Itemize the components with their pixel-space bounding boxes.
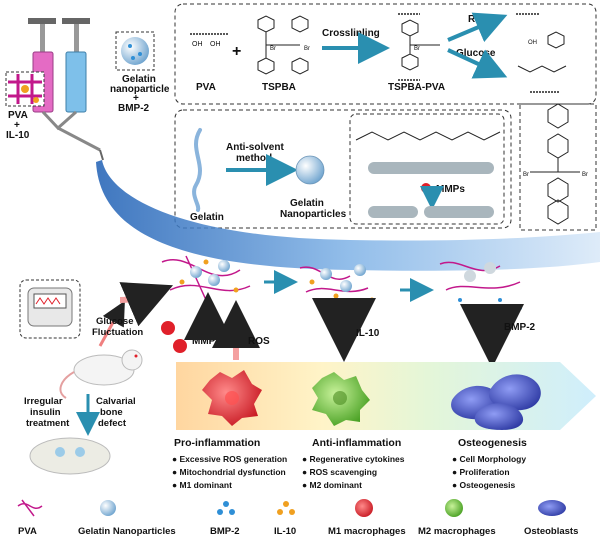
anti-solvent-label-1: Anti-solvent xyxy=(226,142,284,153)
chemistry-panel: OH OH PVA + Br Br TSPBA Crosslinling Br xyxy=(174,3,597,231)
legend-m1: M1 macrophages xyxy=(328,499,406,537)
m1-macrophage xyxy=(202,370,262,426)
calvarial-label-1: Calvarial xyxy=(96,396,136,407)
stage-anti-bullet-1: ● Regenerative cytokines xyxy=(302,454,405,464)
br-label-3: Br xyxy=(414,46,420,52)
br-label-2: Br xyxy=(304,46,310,52)
gelatin-np-label-2: Nanoparticles xyxy=(280,209,347,220)
network-stage-2 xyxy=(299,264,375,303)
stage-anti-bullet-2: ● ROS scavenging xyxy=(302,467,377,477)
gelatin-inset-label-3: + xyxy=(133,93,139,104)
gelatin-inset-label-1: Gelatin xyxy=(122,74,156,85)
legend-il10: IL-10 xyxy=(274,501,296,537)
stage-title-osteo: Osteogenesis xyxy=(458,437,527,449)
glucose-fluctuation-label-1: Glucose xyxy=(96,316,134,327)
mouse xyxy=(59,349,143,399)
legend-bmp2: BMP-2 xyxy=(210,501,240,537)
stage-pro-inflammation: Pro-inflammation ● Excessive ROS generat… xyxy=(172,437,287,490)
oh-label-2: OH xyxy=(210,41,221,48)
osteoblast-cluster xyxy=(451,374,541,430)
pva-il10-label-1: PVA xyxy=(8,110,28,121)
skull-defect xyxy=(29,437,111,475)
crosslinking-label: Crosslinling xyxy=(322,28,380,39)
legend-osteoblasts: Osteoblasts xyxy=(524,500,578,537)
il10-process-label: IL-10 xyxy=(356,328,380,339)
stage-osteo-bullet-2: ● Proliferation xyxy=(452,467,510,477)
tspba-label: TSPBA xyxy=(262,82,296,93)
stage-osteogenesis: Osteogenesis ● Cell Morphology ● Prolife… xyxy=(452,437,527,490)
bmp2-process-label: BMP-2 xyxy=(504,322,536,333)
legend-gelatin-np: Gelatin Nanoparticles xyxy=(78,500,176,537)
legend: PVA Gelatin Nanoparticles BMP-2 IL-10 M1… xyxy=(17,499,578,537)
pva-il10-inset: PVA + IL-10 xyxy=(5,71,45,141)
oh-label-1: OH xyxy=(192,41,203,48)
stage-pro-bullet-3: ● M1 dominant xyxy=(172,480,232,490)
legend-label-m2: M2 macrophages xyxy=(418,526,496,537)
stage-anti-inflammation: Anti-inflammation ● Regenerative cytokin… xyxy=(302,437,405,490)
nanoparticle-panel: Gelatin Anti-solvent method Gelatin Nano… xyxy=(174,109,512,229)
gelatin-inset-label-2: nanoparticle xyxy=(110,84,170,95)
legend-label-il10: IL-10 xyxy=(274,526,296,537)
irregular-label-1: Irregular xyxy=(24,396,63,407)
legend-label-pva: PVA xyxy=(18,526,37,537)
legend-pva: PVA xyxy=(17,499,43,537)
stage-title-anti: Anti-inflammation xyxy=(312,437,401,449)
pva-il10-label-2: + xyxy=(14,120,20,131)
glucose-fluctuation-label-2: Fluctuation xyxy=(92,327,143,338)
legend-label-gelatin: Gelatin Nanoparticles xyxy=(78,526,176,537)
gelatin-np-label-1: Gelatin xyxy=(290,198,324,209)
gelatin-bmp2-inset: Gelatin nanoparticle + BMP-2 xyxy=(110,31,170,114)
gelatin-inset-label-4: BMP-2 xyxy=(118,103,150,114)
stage-pro-bullet-1: ● Excessive ROS generation xyxy=(172,454,287,464)
legend-label-m1: M1 macrophages xyxy=(328,526,406,537)
br-label-1: Br xyxy=(270,46,276,52)
calvarial-label-2: bone xyxy=(100,407,123,418)
anti-solvent-label-2: method xyxy=(236,153,272,164)
plus-sign: + xyxy=(232,43,241,60)
hydrogel-fiber-band xyxy=(96,160,600,271)
legend-label-bmp2: BMP-2 xyxy=(210,526,240,537)
mmps-particle-2 xyxy=(173,339,187,353)
stage-anti-bullet-3: ● M2 dominant xyxy=(302,480,362,490)
stage-title-pro: Pro-inflammation xyxy=(174,437,260,449)
oh-label-3: OH xyxy=(528,40,537,46)
irregular-label-3: treatment xyxy=(26,418,70,429)
mmps-process-label: MMPs xyxy=(192,336,221,347)
stage-osteo-bullet-3: ● Osteogenesis xyxy=(452,480,516,490)
pva-chem-label: PVA xyxy=(196,82,216,93)
legend-label-osteo: Osteoblasts xyxy=(524,526,578,537)
tspba-pva-label: TSPBA-PVA xyxy=(388,82,445,93)
stage-osteo-bullet-1: ● Cell Morphology xyxy=(452,454,526,464)
stage-pro-bullet-2: ● Mitochondrial dysfunction xyxy=(172,467,286,477)
legend-m2: M2 macrophages xyxy=(418,499,496,537)
calvarial-label-3: defect xyxy=(98,418,127,429)
network-stage-1 xyxy=(161,255,251,301)
br-label-5: Br xyxy=(582,172,588,178)
gelatin-label: Gelatin xyxy=(190,212,224,223)
br-label-4: Br xyxy=(523,172,529,178)
gelatin-nanoparticle-sphere xyxy=(295,155,325,185)
ros-process-label: ROS xyxy=(248,336,270,347)
m2-macrophage xyxy=(312,372,370,426)
irregular-label-2: insulin xyxy=(30,407,61,418)
pva-il10-label-3: IL-10 xyxy=(6,130,30,141)
glucose-meter-inset xyxy=(19,279,81,339)
mmps-nano-label: MMPs xyxy=(436,184,465,195)
mmps-particle-1 xyxy=(161,321,175,335)
